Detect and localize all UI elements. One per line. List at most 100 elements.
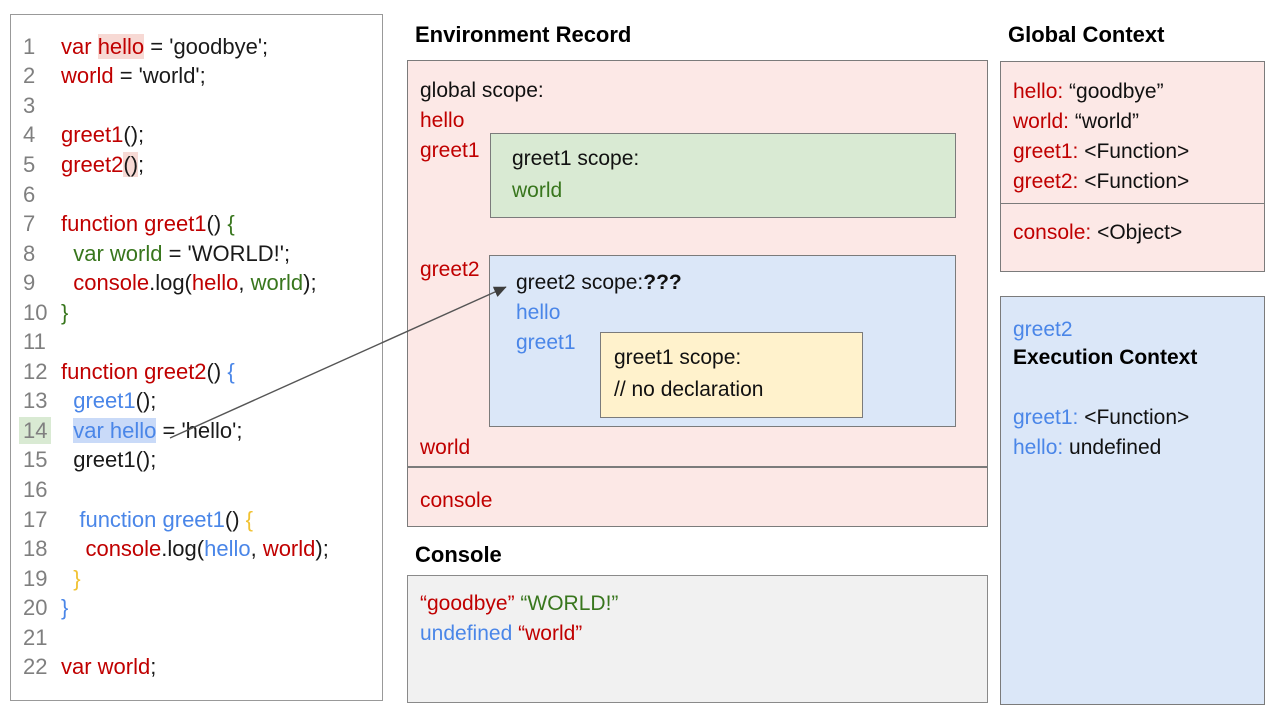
code-line: 15 greet1(); [11, 446, 382, 476]
ec-entry-hello: hello: undefined [1013, 435, 1161, 461]
gc-entry-console-value: <Object> [1097, 221, 1183, 244]
line-number: 5 [23, 151, 36, 177]
line-number: 21 [23, 624, 48, 650]
global-scope-var-greet2: greet2 [420, 258, 480, 281]
code-text: var hello = 'hello'; [73, 417, 243, 443]
global-context-title: Global Context [1008, 22, 1165, 47]
console-output-box: “goodbye” “WORLD!” undefined “world” [407, 575, 988, 703]
ec-entry-hello-value: undefined [1069, 436, 1162, 459]
code-line: 2 world = 'world'; [11, 62, 382, 92]
code-line: 18 console.log(hello, world); [11, 534, 382, 564]
line-number: 18 [23, 536, 48, 562]
gc-entry-hello-value: “goodbye” [1069, 80, 1164, 103]
global-scope-console-box: console [407, 467, 988, 527]
ec-entry-greet1-value: <Function> [1084, 406, 1190, 429]
code-text: var world = 'WORLD!'; [73, 240, 291, 266]
global-scope-var-world: world [420, 436, 471, 459]
code-line: 14 var hello = 'hello'; [11, 416, 382, 446]
code-text: function greet1() { [61, 211, 235, 237]
gc-entry-greet1-value: <Function> [1084, 140, 1190, 163]
console-output-line-1: “goodbye” “WORLD!” [420, 591, 618, 617]
ec-entry-hello-key: hello: [1013, 436, 1070, 459]
code-line: 9 console.log(hello, world); [11, 268, 382, 298]
global-context-vars-section: hello: “goodbye” world: “world” greet1: … [1001, 62, 1264, 204]
console-title: Console [415, 542, 502, 567]
greet1-scope-label: greet1 scope: [512, 147, 640, 170]
global-scope-var-console: console [420, 489, 493, 512]
ec-entry-greet1-key: greet1: [1013, 406, 1085, 429]
console-out-undefined: undefined [420, 622, 513, 645]
code-line: 10} [11, 298, 382, 328]
console-out-goodbye: “goodbye” [420, 592, 515, 615]
global-scope-var-hello: hello [420, 109, 465, 132]
code-text: var world; [61, 654, 157, 680]
gc-entry-hello-key: hello: [1013, 80, 1070, 103]
gc-entry-world: world: “world” [1013, 109, 1139, 135]
greet2-scope-box: greet2 scope:??? hello greet1 greet1 sco… [489, 255, 956, 427]
code-text: } [61, 595, 69, 621]
line-number: 16 [23, 476, 48, 502]
greet2-scope-label: greet2 scope: [516, 271, 644, 294]
line-number: 19 [23, 565, 48, 591]
code-line: 13 greet1(); [11, 387, 382, 417]
code-text: function greet1() { [79, 506, 254, 532]
line-number: 22 [23, 654, 48, 680]
line-number: 13 [23, 388, 48, 414]
code-text: function greet2() { [61, 358, 235, 384]
console-out-world: “world” [518, 622, 583, 645]
code-line: 16 [11, 475, 382, 505]
line-number: 6 [23, 181, 36, 207]
global-scope-var-greet1: greet1 [420, 139, 480, 162]
code-line: 12 function greet2() { [11, 357, 382, 387]
code-line: 20} [11, 593, 382, 623]
code-text: } [61, 299, 69, 325]
line-number: 14 [11, 416, 61, 444]
line-number: 12 [23, 358, 48, 384]
code-editor-panel: 1 var hello = 'goodbye'; 2 world = 'world';… [10, 14, 383, 701]
gc-entry-console: console: <Object> [1013, 220, 1182, 246]
code-text: world = 'world'; [61, 63, 206, 89]
code-text: greet1(); [73, 388, 157, 414]
code-line: 6 [11, 180, 382, 210]
console-out-world-upper: “WORLD!” [520, 592, 619, 615]
gc-entry-greet2-value: <Function> [1084, 170, 1190, 193]
line-number: 2 [23, 63, 36, 89]
code-line: 11 [11, 327, 382, 357]
code-text: greet2(); [61, 151, 145, 177]
code-text: } [61, 565, 81, 591]
code-line: 17 function greet1() { [11, 505, 382, 535]
code-lines: 1 var hello = 'goodbye'; 2 world = 'world';… [11, 32, 382, 682]
inner-greet1-scope-box: greet1 scope: // no declaration [600, 332, 863, 418]
greet2-scope-var-hello: hello [516, 301, 561, 324]
inner-greet1-scope-comment: // no declaration [614, 378, 764, 401]
line-number: 3 [23, 92, 36, 118]
code-text: var hello = 'goodbye'; [61, 33, 269, 59]
code-text: console.log(hello, world); [73, 270, 317, 296]
line-number: 10 [23, 299, 48, 325]
line-number: 15 [23, 447, 48, 473]
code-text: console.log(hello, world); [85, 536, 329, 562]
code-line: 3 [11, 91, 382, 121]
global-scope-box: global scope: hello greet1 greet1 scope:… [407, 60, 988, 467]
greet2-scope-var-greet1: greet1 [516, 331, 576, 354]
line-number: 17 [23, 506, 48, 532]
code-line: 8 var world = 'WORLD!'; [11, 239, 382, 269]
execution-context-name: greet2 [1013, 318, 1073, 341]
line-number: 9 [23, 270, 36, 296]
greet2-execution-context-box: greet2 Execution Context greet1: <Functi… [1000, 296, 1265, 705]
code-line: 22 var world; [11, 652, 382, 682]
line-number: 1 [23, 33, 36, 59]
line-number-highlight: 14 [19, 416, 52, 444]
ec-entry-greet1: greet1: <Function> [1013, 405, 1189, 431]
gc-entry-greet1-key: greet1: [1013, 140, 1085, 163]
gc-entry-greet1: greet1: <Function> [1013, 139, 1189, 165]
gc-entry-greet2: greet2: <Function> [1013, 169, 1189, 195]
gc-entry-world-value: “world” [1074, 110, 1140, 133]
console-output-line-2: undefined “world” [420, 621, 582, 647]
code-line: 21 [11, 623, 382, 653]
greet1-scope-box: greet1 scope: world [490, 133, 956, 218]
code-line: 19 } [11, 564, 382, 594]
line-number: 11 [23, 329, 46, 355]
code-text: greet1(); [61, 447, 157, 473]
line-number: 8 [23, 240, 36, 266]
